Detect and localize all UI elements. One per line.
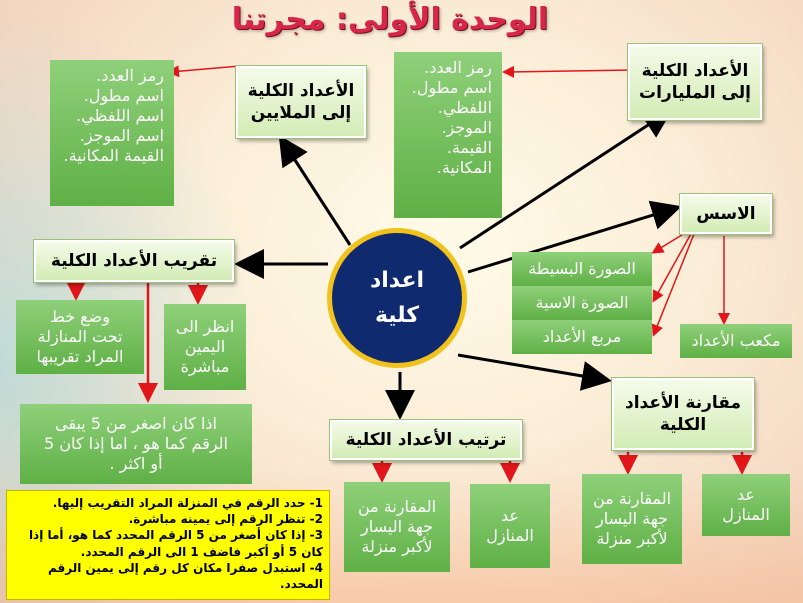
- rounding-title: تقريب الأعداد الكلية: [50, 250, 218, 271]
- list-item: الموجز.: [441, 118, 492, 137]
- text-line: الرقم كما هو ، اما إذا كان 5: [44, 434, 228, 453]
- arrow-to-millions: [278, 134, 352, 246]
- exponents-exponential: الصورة الاسية: [535, 293, 629, 312]
- billions-title-line-2: إلى المليارات: [639, 83, 751, 103]
- note-line: 2- تنظر الرقم إلى يمينه مباشرة.: [128, 512, 323, 527]
- billions-title-box: الأعداد الكلية إلى المليارات: [628, 44, 762, 120]
- page-title: الوحدة الأولى: مجرتنا: [231, 2, 549, 37]
- text-line: اليمين: [184, 337, 226, 356]
- text-line: انظر الى: [175, 317, 235, 336]
- text-line: لأكبر منزلة: [596, 529, 668, 548]
- ordering-compare-box: المقارنة من جهة اليسار لأكبر منزلة: [344, 482, 450, 572]
- exponents-cube-box: مكعب الأعداد: [680, 324, 792, 358]
- text-line: جهة اليسار: [361, 517, 433, 536]
- center-line-1: اعداد: [369, 267, 425, 293]
- rounding-title-box: تقريب الأعداد الكلية: [34, 240, 234, 282]
- comparing-title-line-2: الكلية: [659, 415, 707, 435]
- list-item: اسم الموجز.: [79, 126, 164, 145]
- text-line: المقارنة من: [357, 497, 437, 516]
- list-item: اللفظي.: [437, 98, 492, 117]
- note-line: 3- إذا كان أصغر من 5 الرقم المحدد كما هو…: [28, 528, 323, 559]
- center-node: اعداد كلية: [327, 228, 467, 368]
- millions-title-box: الأعداد الكلية إلى الملايين: [236, 66, 366, 138]
- list-item: القيمة.: [446, 138, 492, 157]
- rounding-look-right-box: انظر الى اليمين مباشرة: [164, 304, 246, 390]
- arrow-to-comparing: [457, 353, 612, 391]
- rounding-steps-note: 1- حدد الرقم في المنزلة المراد التقريب إ…: [6, 490, 330, 600]
- list-item: اسم اللفظي.: [76, 106, 164, 125]
- list-item: اسم مطول.: [83, 86, 164, 105]
- exponents-title-box: الاسس: [680, 194, 772, 234]
- millions-title-line-2: إلى الملايين: [250, 103, 352, 123]
- list-item: رمز العدد.: [96, 66, 164, 85]
- exponents-title: الاسس: [696, 203, 756, 224]
- text-line: المقارنة من: [592, 489, 672, 508]
- arrow-to-exponents: [467, 200, 682, 274]
- arrow-to-billions: [459, 108, 674, 250]
- ordering-title-box: ترتيب الأعداد الكلية: [330, 420, 522, 460]
- comparing-title-box: مقارنة الأعداد الكلية: [612, 378, 754, 450]
- comparing-compare-box: المقارنة من جهة اليسار لأكبر منزلة: [582, 474, 682, 564]
- text-line: أو اكثر .: [109, 454, 163, 473]
- billions-items-box: رمز العدد. اسم مطول. اللفظي. الموجز. الق…: [394, 52, 502, 218]
- list-item: رمز العدد.: [424, 58, 492, 77]
- text-line: لأكبر منزلة: [361, 537, 433, 556]
- exponents-square: مربع الأعداد: [542, 327, 622, 346]
- text-line: وضع خط: [50, 307, 110, 326]
- exponents-simple-box: الصورة البسيطة: [512, 252, 652, 286]
- list-item: اسم مطول.: [411, 78, 492, 97]
- note-line: 4- استبدل صفرا مكان كل رقم إلى يمين الرق…: [47, 560, 323, 591]
- text-line: مباشرة: [180, 357, 230, 376]
- exponents-simple: الصورة البسيطة: [528, 259, 636, 278]
- text-line: جهة اليسار: [596, 509, 668, 528]
- text-line: المنازل: [722, 505, 770, 524]
- exponents-cube: مكعب الأعداد: [691, 331, 781, 350]
- list-item: المكانية.: [436, 158, 492, 177]
- billions-title-line-1: الأعداد الكلية: [641, 60, 749, 81]
- comparing-count-box: عد المنازل: [702, 474, 790, 536]
- millions-items-box: رمز العدد. اسم مطول. اسم اللفظي. اسم الم…: [50, 60, 174, 206]
- ordering-count-box: عد المنازل: [470, 484, 550, 568]
- center-line-2: كلية: [374, 303, 420, 328]
- rounding-rule-box: اذا كان اصغر من 5 يبقى الرقم كما هو ، ام…: [20, 404, 252, 484]
- exponents-square-box: مربع الأعداد: [512, 320, 652, 354]
- text-line: اذا كان اصغر من 5 يبقى: [55, 414, 217, 433]
- rounding-line-under-box: وضع خط تحت المنازلة المراد تقريبها: [16, 300, 144, 374]
- ordering-title: ترتيب الأعداد الكلية: [345, 429, 507, 450]
- text-line: تحت المنازلة: [37, 327, 123, 346]
- text-line: عد: [501, 506, 519, 525]
- comparing-title-line-1: مقارنة الأعداد: [625, 392, 742, 413]
- text-line: المنازل: [486, 526, 534, 545]
- exponents-exponential-box: الصورة الاسية: [512, 286, 652, 320]
- note-line: 1- حدد الرقم في المنزلة المراد التقريب إ…: [52, 496, 323, 510]
- list-item: القيمة المكانية.: [63, 146, 164, 165]
- text-line: المراد تقريبها: [36, 347, 124, 366]
- text-line: عد: [737, 485, 755, 504]
- millions-title-line-1: الأعداد الكلية: [247, 80, 355, 101]
